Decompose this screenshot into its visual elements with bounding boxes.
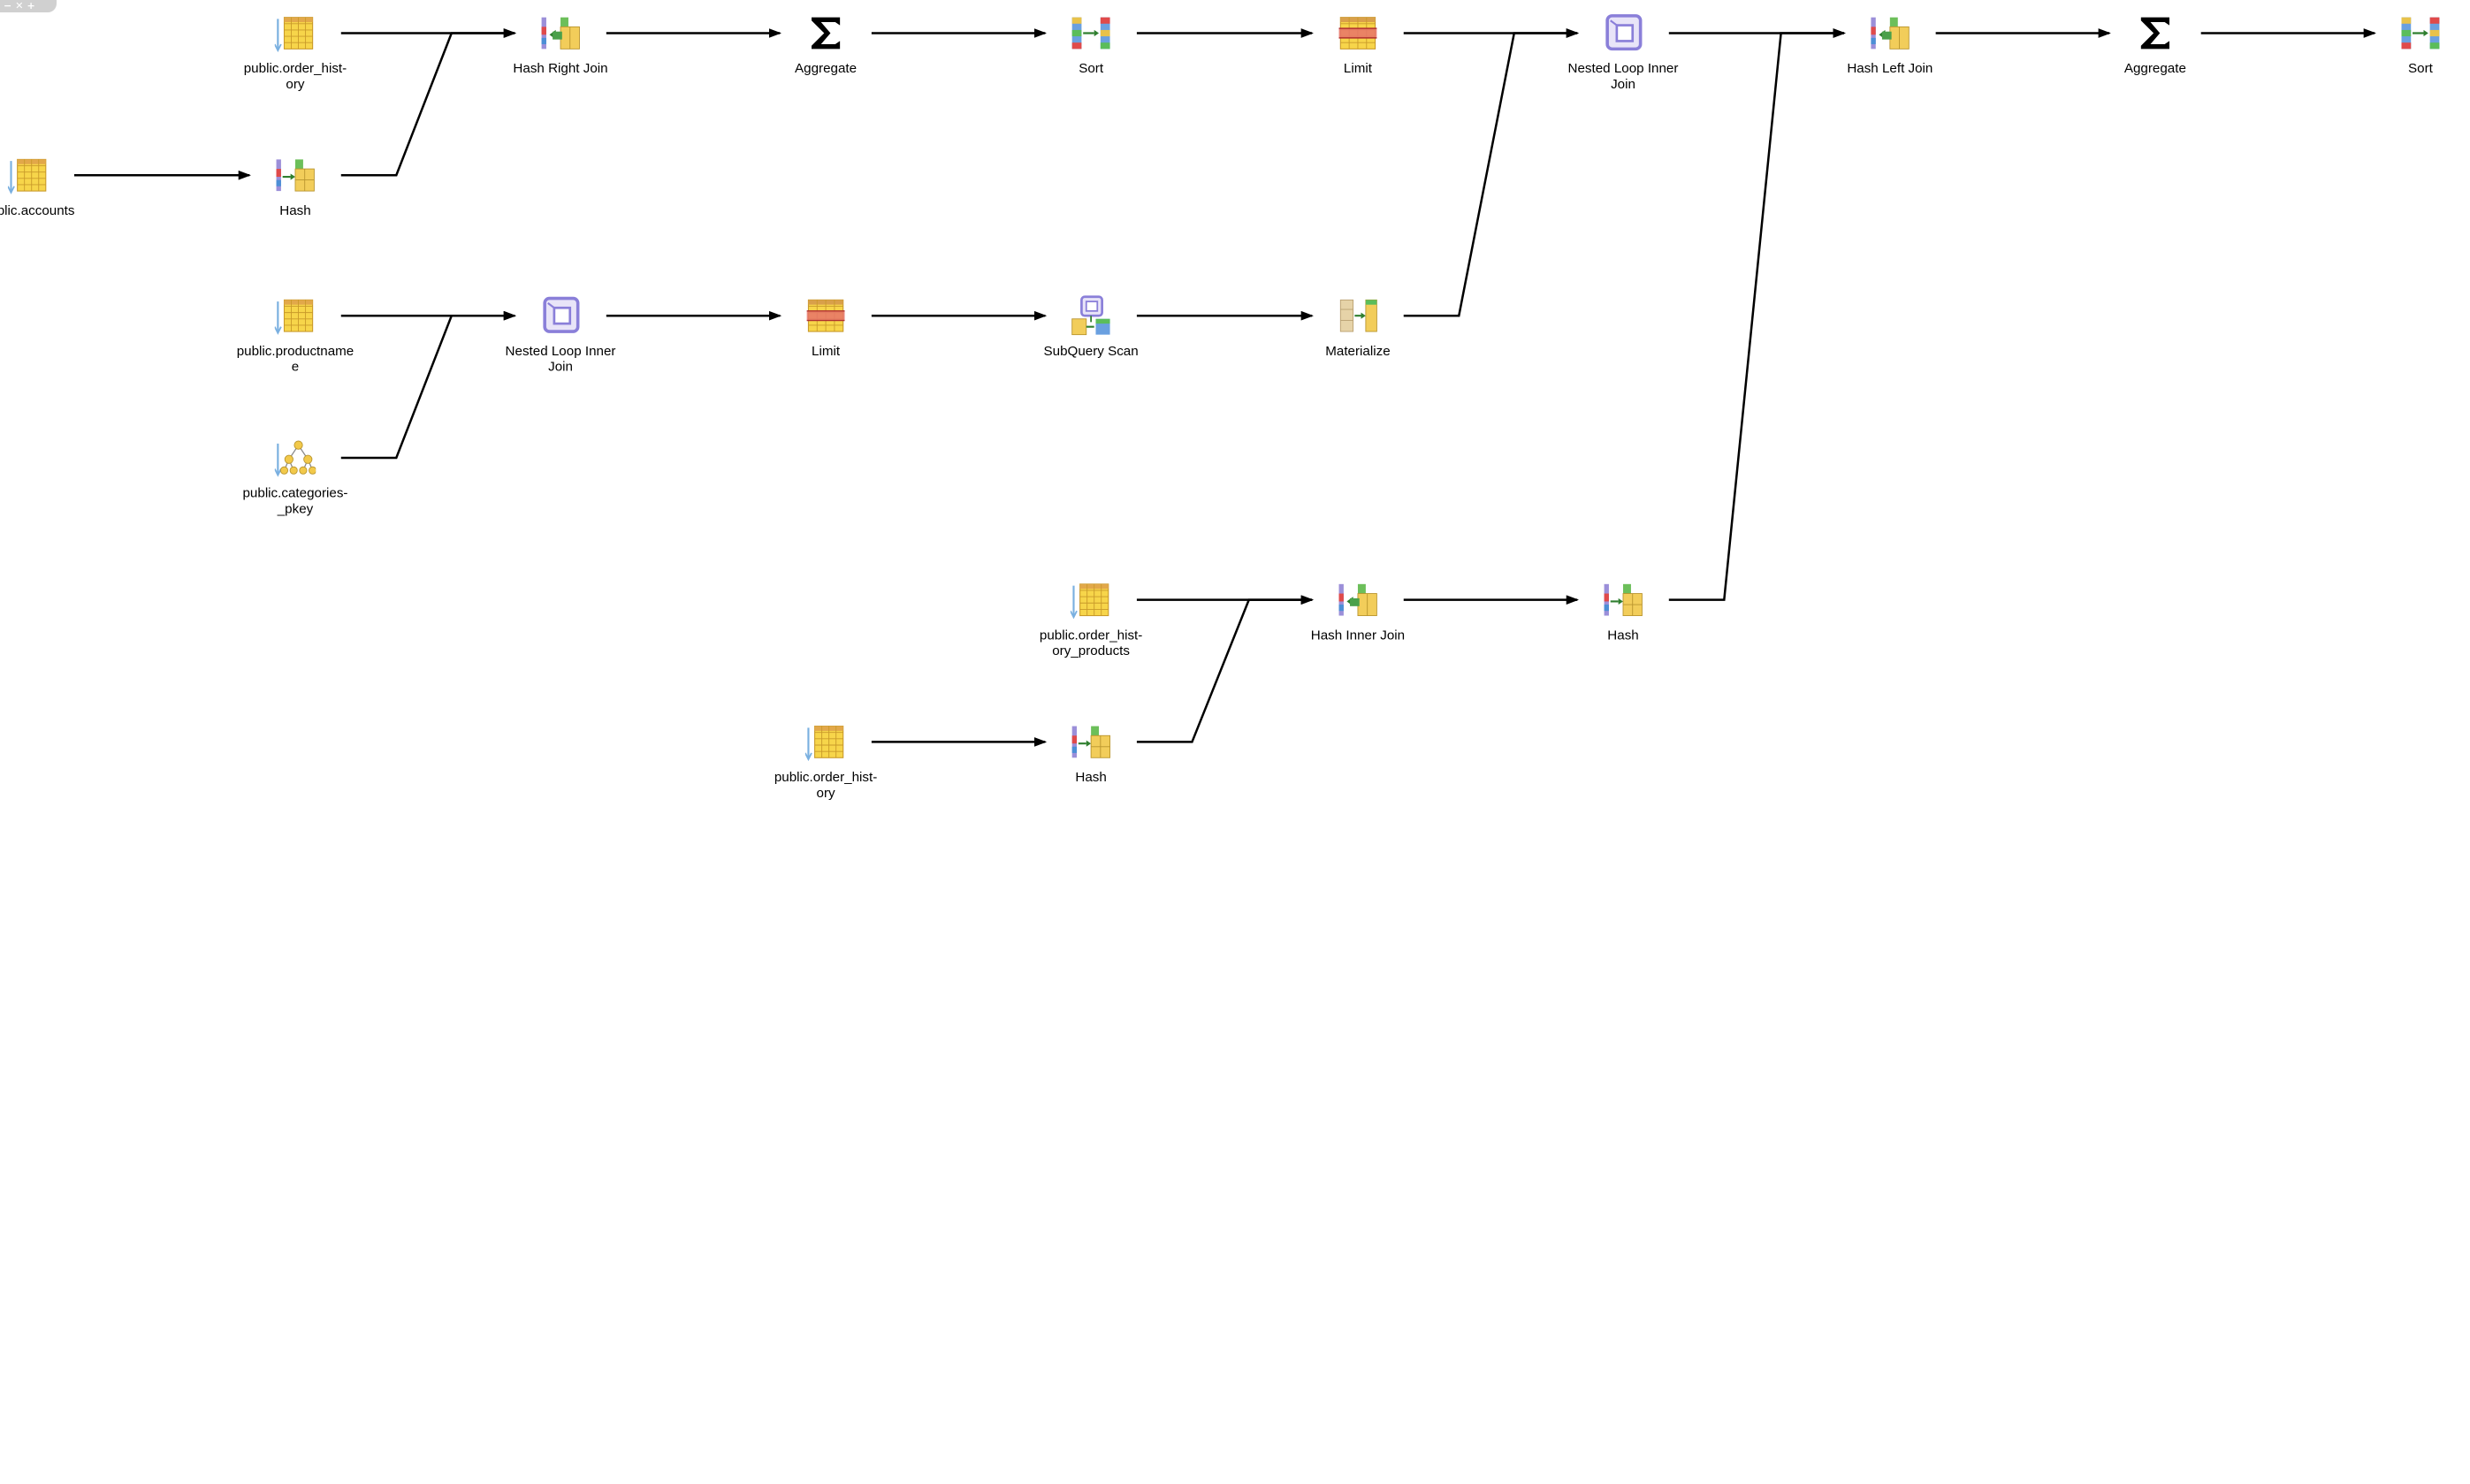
materialize-icon	[1338, 295, 1378, 336]
plan-node-label: Nested Loop Inner Join	[505, 342, 616, 375]
plan-node-label: Sort	[1079, 59, 1104, 76]
limit-icon	[1338, 12, 1378, 53]
plan-node-label: public.accounts	[0, 202, 75, 218]
plan-node-label: Nested Loop Inner Join	[1567, 59, 1679, 92]
plan-node-label: Aggregate	[2123, 59, 2186, 76]
plan-node-label: Materialize	[1325, 342, 1391, 359]
plan-node-label: Hash Inner Join	[1310, 627, 1406, 643]
plan-edge	[1668, 28, 1846, 601]
plan-node-label: Aggregate	[795, 59, 858, 76]
plan-node-label: Hash	[1607, 627, 1639, 643]
zoom-out-icon[interactable]: −	[4, 0, 12, 11]
plan-node-label: Limit	[1343, 59, 1372, 76]
zoom-reset-icon[interactable]: ✕	[15, 0, 24, 11]
plan-node-label: Limit	[812, 342, 841, 359]
hash-icon	[1071, 721, 1111, 762]
plan-edge	[1403, 28, 1580, 317]
plan-node-label: Hash	[279, 202, 311, 218]
plan-edge	[340, 310, 517, 460]
subquery-icon	[1071, 295, 1111, 336]
scan-icon	[1070, 579, 1111, 620]
plan-node-label: Hash	[1075, 768, 1107, 785]
hash-join-icon	[1338, 579, 1378, 620]
nested-loop-icon	[540, 295, 581, 336]
sort-icon	[1071, 12, 1111, 53]
plan-node-label: Hash Right Join	[513, 59, 608, 76]
scan-icon	[273, 12, 316, 53]
plan-node-label: public.order_hist- ory	[774, 768, 878, 801]
scan-icon	[7, 155, 49, 195]
plan-node-label: public.order_hist- ory	[243, 59, 347, 92]
zoom-in-icon[interactable]: +	[27, 0, 35, 11]
zoom-toolbar: − ✕ +	[0, 0, 57, 12]
plan-node-label: public.productname e	[236, 342, 354, 375]
limit-icon	[805, 295, 846, 336]
nested-loop-icon	[1603, 12, 1643, 53]
hash-join-icon	[540, 12, 581, 53]
plan-edge	[1136, 595, 1314, 743]
plan-node-label: Hash Left Join	[1847, 59, 1933, 76]
plan-edge	[340, 28, 517, 177]
plan-edges	[73, 28, 2376, 747]
plan-node-label: Sort	[2408, 59, 2433, 76]
sort-icon	[2400, 12, 2441, 53]
plan-node-label: SubQuery Scan	[1043, 342, 1139, 359]
scan-icon	[273, 295, 316, 336]
scan-icon	[804, 721, 846, 762]
hash-join-icon	[1870, 12, 1910, 53]
plan-node-label: public.categories- _pkey	[242, 484, 348, 517]
aggregate-icon	[805, 12, 846, 53]
plan-node-label: public.order_hist- ory_products	[1039, 627, 1143, 658]
hash-icon	[1603, 579, 1643, 620]
hash-icon	[275, 155, 316, 195]
index-icon	[273, 438, 317, 478]
aggregate-icon	[2135, 12, 2176, 53]
